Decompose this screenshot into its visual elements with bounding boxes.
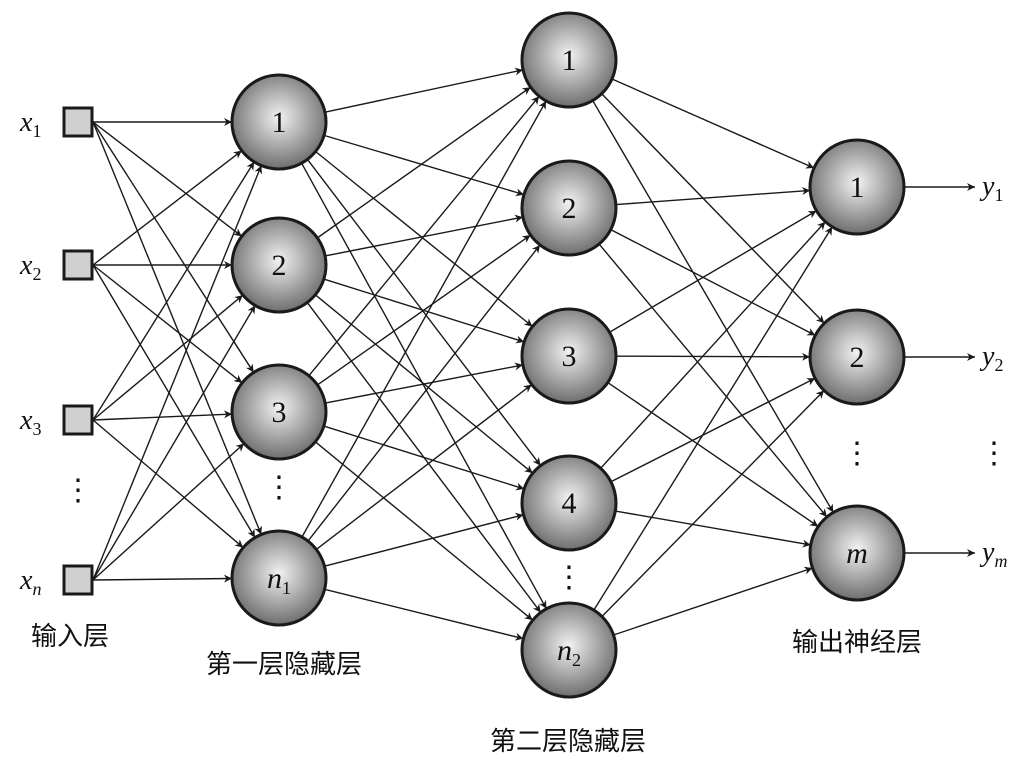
edge-h1-3-to-h2-5 xyxy=(314,441,534,621)
hidden-2-node-label: 1 xyxy=(562,44,577,77)
edge-input-1-to-h1-2 xyxy=(92,121,243,237)
edge-h2-4-to-out-3 xyxy=(615,510,811,548)
input-var-label: x2 xyxy=(19,250,41,284)
edge-h1-4-to-h2-2 xyxy=(307,244,541,542)
output-node-3 xyxy=(808,504,906,602)
edge-h1-1-to-h2-2 xyxy=(323,134,525,197)
edge-input-4-to-h1-3 xyxy=(92,442,245,581)
edge-h1-4-to-h2-5 xyxy=(324,588,524,641)
hidden-2-node-label: n2 xyxy=(557,634,581,670)
input-var-label: x1 xyxy=(19,107,41,141)
hidden-layer-1-label: 第一层隐藏层 xyxy=(206,650,362,680)
hidden-1-node-3 xyxy=(230,363,328,461)
edge-h2-4-to-out-1 xyxy=(600,221,826,469)
output-var-label: y2 xyxy=(979,341,1003,375)
edge-h1-4-to-h2-1 xyxy=(301,100,547,538)
input-node-3 xyxy=(62,404,94,436)
hidden-2-node-label: 2 xyxy=(562,192,577,225)
hidden-2-node-2 xyxy=(520,159,618,257)
edge-input-1-to-h1-4 xyxy=(92,121,262,535)
hidden-2-node-label: 3 xyxy=(562,340,577,373)
edge-h2-1-to-out-1 xyxy=(611,78,815,169)
edge-h2-5-to-out-1 xyxy=(593,226,833,611)
hidden-1-ellipsis: ⋮ xyxy=(264,471,294,504)
connections xyxy=(92,67,975,641)
hidden-1-node-2 xyxy=(230,216,328,314)
output-var-ellipsis: ⋮ xyxy=(979,437,1009,470)
edge-h1-3-to-h2-2 xyxy=(317,234,531,386)
output-var-label: ym xyxy=(979,537,1007,571)
edge-h1-3-to-h2-1 xyxy=(308,95,540,377)
edge-h2-1-to-out-2 xyxy=(601,93,825,324)
output-node-label: 2 xyxy=(850,341,865,374)
edge-h1-4-to-h2-3 xyxy=(315,384,533,550)
edge-input-1-to-h1-3 xyxy=(92,121,255,373)
edge-h1-1-to-h2-5 xyxy=(301,162,547,610)
hidden-1-node-4 xyxy=(230,529,328,627)
output-ellipsis: ⋮ xyxy=(842,437,872,470)
edge-h2-5-to-out-3 xyxy=(613,566,813,636)
hidden-1-node-label: 3 xyxy=(272,396,287,429)
edge-h2-3-to-out-2 xyxy=(615,352,811,361)
output-var-label: y1 xyxy=(979,171,1003,205)
edge-h2-2-to-out-1 xyxy=(615,187,811,206)
hidden-2-node-4 xyxy=(520,454,618,552)
edge-input-3-to-h1-4 xyxy=(92,419,244,549)
edge-h2-4-to-out-2 xyxy=(610,377,816,483)
hidden-1-node-label: 1 xyxy=(272,106,287,139)
hidden-2-node-label: 4 xyxy=(562,487,577,520)
input-ellipsis: ⋮ xyxy=(63,474,93,507)
hidden-2-node-1 xyxy=(520,11,618,109)
edge-h2-1-to-out-3 xyxy=(592,100,834,513)
output-layer-label: 输出神经层 xyxy=(792,628,922,658)
edge-h2-3-to-out-3 xyxy=(607,381,819,528)
edge-h2-2-to-out-2 xyxy=(610,228,816,337)
output-node-label: 1 xyxy=(850,171,865,204)
edge-input-2-to-h1-4 xyxy=(92,264,256,538)
input-node-1 xyxy=(62,106,94,138)
edge-input-4-to-h1-1 xyxy=(92,165,263,581)
edge-h1-2-to-h2-1 xyxy=(316,86,532,239)
output-node-2 xyxy=(808,308,906,406)
edge-h1-4-to-h2-4 xyxy=(324,512,524,567)
edge-input-4-to-h1-4 xyxy=(92,574,233,583)
nodes: x1 x2 x3 xn 1 2 3 n1 1 2 3 4 n2 1 2 m y1 y2 ym xyxy=(19,11,1007,699)
edge-input-3-to-h1-1 xyxy=(92,161,255,421)
edge-h2-2-to-out-3 xyxy=(598,243,828,518)
hidden-1-node-label: 2 xyxy=(272,249,287,282)
input-var-label: xn xyxy=(19,565,41,599)
edge-h1-3-to-h2-3 xyxy=(325,362,523,404)
edge-input-3-to-h1-3 xyxy=(92,410,233,421)
output-node-label: m xyxy=(846,537,868,570)
edge-h1-1-to-h2-3 xyxy=(315,150,533,328)
edge-input-2-to-h1-3 xyxy=(92,264,243,384)
edge-h1-1-to-h2-1 xyxy=(324,67,524,113)
input-node-4 xyxy=(62,564,94,596)
input-node-2 xyxy=(62,249,94,281)
hidden-1-node-1 xyxy=(230,73,328,171)
edge-h2-5-to-out-2 xyxy=(601,390,825,617)
edge-input-2-to-h1-1 xyxy=(92,150,243,266)
input-var-label: x3 xyxy=(19,405,41,439)
edge-h1-3-to-h2-4 xyxy=(323,425,525,491)
edge-input-3-to-h1-2 xyxy=(92,294,244,421)
input-layer-label: 输入层 xyxy=(31,622,109,652)
edge-h1-1-to-h2-4 xyxy=(306,158,542,467)
hidden-2-node-3 xyxy=(520,307,618,405)
hidden-layer-2-label: 第二层隐藏层 xyxy=(490,727,646,757)
edge-h2-3-to-out-1 xyxy=(609,210,817,333)
hidden-2-ellipsis: ⋮ xyxy=(554,561,584,594)
output-node-1 xyxy=(808,138,906,236)
hidden-2-node-5 xyxy=(520,601,618,699)
hidden-1-node-label: n1 xyxy=(267,562,291,598)
edge-input-4-to-h1-2 xyxy=(92,305,256,581)
